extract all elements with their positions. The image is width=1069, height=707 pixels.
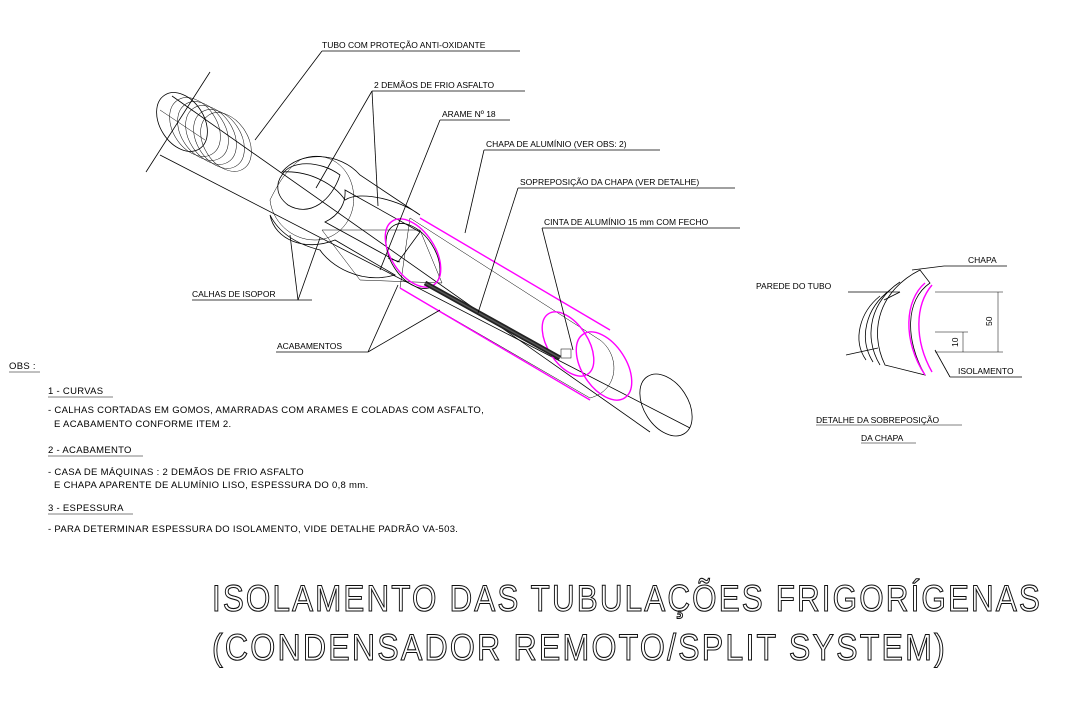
note-1-line-b: E ACABAMENTO CONFORME ITEM 2.: [54, 419, 231, 430]
detail-caption-line2: DA CHAPA: [861, 433, 904, 443]
title-block: ISOLAMENTO DAS TUBULAÇÕES FRIGORÍGENAS (…: [211, 577, 1042, 668]
detail-chapa-label: CHAPA: [968, 255, 997, 265]
title-line-1: ISOLAMENTO DAS TUBULAÇÕES FRIGORÍGENAS: [212, 578, 1042, 619]
isopor-gutters: [269, 155, 421, 279]
overlap-detail: CHAPA PAREDE DO TUBO ISOLAMENTO 50 10 DE…: [756, 255, 1022, 444]
label-arame: ARAME Nº 18: [442, 109, 496, 119]
notes-block: OBS : 1 - CURVAS - CALHAS CORTADAS EM GO…: [9, 361, 484, 535]
bare-pipe: [145, 71, 693, 437]
detail-parede-label: PAREDE DO TUBO: [756, 281, 832, 291]
dimension-50: 50: [984, 316, 994, 326]
note-1-line-a: - CALHAS CORTADAS EM GOMOS, AMARRADAS CO…: [48, 405, 484, 416]
note-2-line-b: E CHAPA APARENTE DE ALUMÍNIO LISO, ESPES…: [54, 480, 368, 491]
aluminium-jacket: [384, 217, 633, 401]
dimension-10: 10: [950, 337, 960, 347]
pipe-assembly: [145, 71, 693, 437]
label-tubo: TUBO COM PROTEÇÃO ANTI-OXIDANTE: [322, 40, 486, 50]
label-acabamentos: ACABAMENTOS: [277, 341, 342, 351]
note-3-heading: 3 - ESPESSURA: [48, 503, 124, 514]
note-2-line-a: - CASA DE MÁQUINAS : 2 DEMÃOS DE FRIO AS…: [48, 467, 304, 478]
note-2-heading: 2 - ACABAMENTO: [48, 445, 132, 456]
leader-lines: [192, 50, 740, 353]
detail-caption-line1: DETALHE DA SOBREPOSIÇÃO: [816, 415, 940, 425]
detail-isolamento-label: ISOLAMENTO: [958, 366, 1014, 376]
note-1-heading: 1 - CURVAS: [48, 386, 103, 397]
label-cinta: CINTA DE ALUMÍNIO 15 mm COM FECHO: [544, 217, 709, 227]
label-calhas: CALHAS DE ISOPOR: [192, 289, 276, 299]
obs-heading: OBS :: [9, 361, 36, 372]
title-line-2: (CONDENSADOR REMOTO/SPLIT SYSTEM): [212, 627, 947, 668]
pipe-labels: TUBO COM PROTEÇÃO ANTI-OXIDANTE 2 DEMÃOS…: [192, 40, 709, 351]
label-chapa-aluminio: CHAPA DE ALUMÍNIO (VER OBS: 2): [486, 139, 627, 149]
label-sobreposicao: SOPREPOSIÇÃO DA CHAPA (VER DETALHE): [520, 177, 699, 187]
asphalt-coats: [277, 163, 421, 263]
label-demaos: 2 DEMÃOS DE FRIO ASFALTO: [374, 80, 495, 90]
note-3-line: - PARA DETERMINAR ESPESSURA DO ISOLAMENT…: [48, 524, 458, 535]
